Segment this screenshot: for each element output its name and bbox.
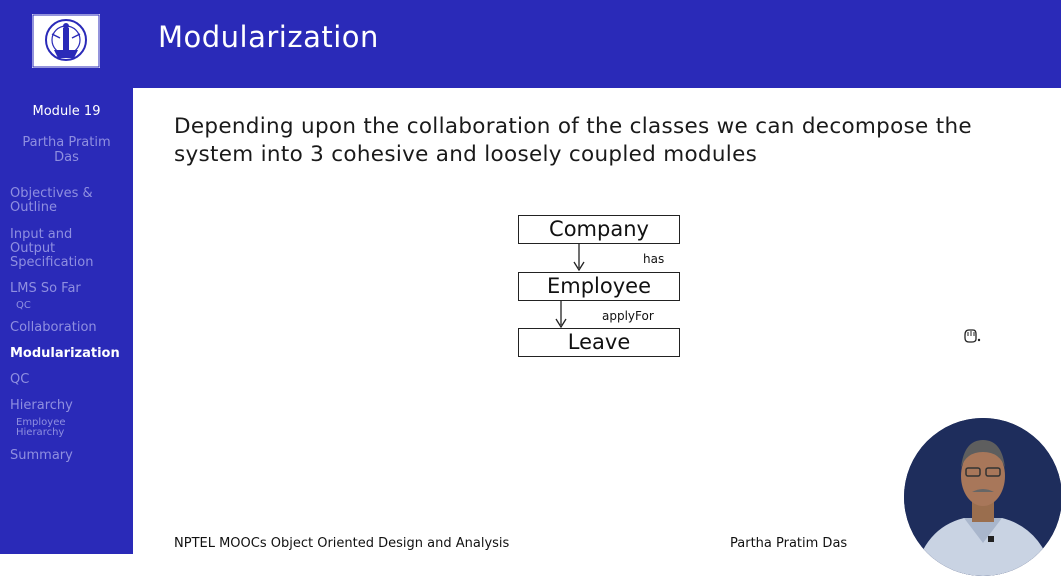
sidebar-item-collaboration[interactable]: Collaboration xyxy=(10,320,97,335)
sidebar-item-lms-so-far[interactable]: LMS So Far xyxy=(10,281,81,296)
sidebar-item-label: Hierarchy xyxy=(16,427,65,438)
slide-header: Modularization xyxy=(0,0,1061,88)
sidebar-item-qc[interactable]: QC xyxy=(10,372,30,387)
hand-cursor-icon xyxy=(964,329,981,343)
footer-author: Partha Pratim Das xyxy=(730,536,848,551)
institute-logo-icon xyxy=(32,14,100,68)
sidebar-item-label: Employee xyxy=(16,417,66,428)
sidebar-item-employee-hierarchy[interactable]: Employee Hierarchy xyxy=(16,418,66,438)
slide-body-text: Depending upon the collaboration of the … xyxy=(174,114,972,167)
sidebar-item-label: Specification xyxy=(10,255,94,270)
diagram-box-company: Company xyxy=(518,215,680,244)
sidebar-author-line1: Partha Pratim xyxy=(22,135,111,150)
footer-course: NPTEL MOOCs Object Oriented Design and A… xyxy=(174,536,510,551)
sidebar-item-label: Input and xyxy=(10,227,73,242)
sidebar-item-objectives[interactable]: Objectives & Outline xyxy=(10,187,93,215)
sidebar-module: Module 19 xyxy=(32,104,101,119)
sidebar-item-qc[interactable]: QC xyxy=(16,300,31,311)
sidebar-item-label: Outline xyxy=(10,200,58,215)
sidebar-item-label: Output xyxy=(10,241,56,256)
sidebar-item-summary[interactable]: Summary xyxy=(10,448,73,463)
presenter-video xyxy=(904,418,1061,576)
diagram-relation-applyfor: applyFor xyxy=(602,309,654,323)
slide-title: Modularization xyxy=(158,20,379,54)
diagram-box-employee: Employee xyxy=(518,272,680,301)
diagram-relation-has: has xyxy=(643,252,665,266)
sidebar-item-input-output[interactable]: Input and Output Specification xyxy=(10,228,93,270)
sidebar-item-hierarchy[interactable]: Hierarchy xyxy=(10,398,73,413)
sidebar-item-modularization[interactable]: Modularization xyxy=(10,346,120,361)
diagram-box-leave: Leave xyxy=(518,328,680,357)
sidebar-item-label: Objectives & xyxy=(10,186,93,201)
diagram-arrow-applyfor xyxy=(555,301,567,329)
sidebar-nav: Module 19 Partha Pratim Das Objectives &… xyxy=(0,88,133,554)
sidebar-author-line2: Das xyxy=(54,150,79,165)
diagram-arrow-has xyxy=(573,244,585,272)
